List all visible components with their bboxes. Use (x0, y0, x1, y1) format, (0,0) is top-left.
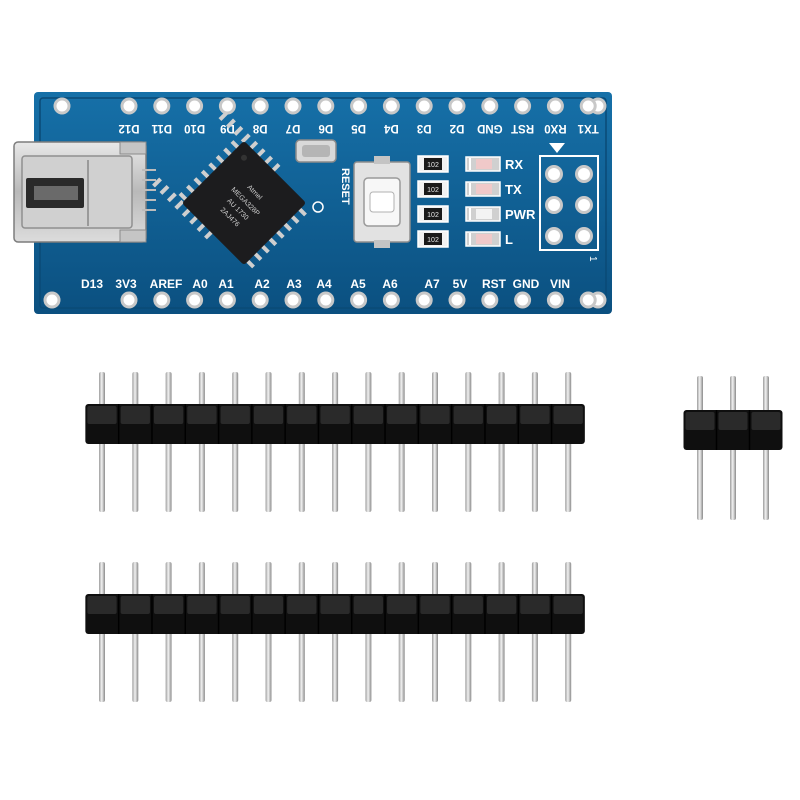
pin-pad (448, 97, 466, 115)
pin-label-bottom: 3V3 (115, 277, 137, 291)
icsp-pad (575, 165, 593, 183)
pin-pad (546, 97, 564, 115)
pin-pad (284, 291, 302, 309)
atmega328p-chip: Atmel MEGA328P AU 1730 2AJ476 (152, 111, 307, 269)
pin-label-top: D3 (417, 122, 432, 134)
pin-pad (350, 97, 368, 115)
pin-pad (153, 97, 171, 115)
pin-pad (382, 291, 400, 309)
top-pin-pads (120, 97, 597, 115)
resistor-code: 102 (427, 212, 439, 219)
pin-label-top: TX1 (577, 122, 599, 134)
pin-pad (120, 97, 138, 115)
pin-label-bottom: GND (513, 277, 540, 291)
pin-label-bottom: AREF (150, 277, 183, 291)
pin-label-bottom: A5 (350, 277, 366, 291)
pin-pad (218, 97, 236, 115)
pin-pad (579, 97, 597, 115)
reset-label: RESET (339, 168, 351, 205)
pin-pad (317, 97, 335, 115)
pin-label-top: D8 (252, 122, 267, 134)
pin-label-bottom: A6 (382, 277, 398, 291)
pin-header-15-top (85, 372, 585, 512)
pin-label-bottom: A1 (218, 277, 234, 291)
pin-pad (120, 291, 138, 309)
pin-pad (546, 291, 564, 309)
pin-pad (382, 97, 400, 115)
pin-pad (218, 291, 236, 309)
pin-pad (317, 291, 335, 309)
pin-label-bottom: VIN (550, 277, 570, 291)
led-label: TX (505, 182, 522, 197)
pin-pad (186, 291, 204, 309)
pin-label-bottom: A2 (254, 277, 270, 291)
pin-pad (514, 97, 532, 115)
pin-pad (350, 291, 368, 309)
icsp-pad (545, 196, 563, 214)
pin-label-bottom: 5V (453, 277, 468, 291)
led-label: L (505, 232, 513, 247)
pin-pad (415, 97, 433, 115)
icsp-pad (575, 227, 593, 245)
pin-pad (481, 97, 499, 115)
pin-label-top: D11 (151, 122, 172, 134)
pin-label-top: D2 (450, 122, 465, 134)
pin-label-top: D4 (383, 122, 398, 134)
pin-header-15-bottom (85, 562, 585, 702)
pin-label-bottom: A7 (424, 277, 440, 291)
pin-label-bottom: A3 (286, 277, 302, 291)
pin-label-top: GND (477, 122, 503, 134)
pin-label-top: D7 (286, 122, 301, 134)
pin-label-top: D12 (118, 122, 139, 134)
pin-label-top: D6 (318, 122, 333, 134)
pin-pad (186, 97, 204, 115)
pin-header-3 (683, 376, 783, 520)
icsp-pad (545, 227, 563, 245)
pin-pad (251, 97, 269, 115)
pin-pad (481, 291, 499, 309)
led-label: RX (505, 157, 523, 172)
pin-pad (514, 291, 532, 309)
resistor-code: 102 (427, 162, 439, 169)
icsp-pad (575, 196, 593, 214)
pin-pad (153, 291, 171, 309)
pin-label-bottom: RST (482, 277, 507, 291)
pcb (34, 92, 612, 314)
pin-label-top: RST (511, 122, 534, 134)
pin-pad (251, 291, 269, 309)
pin-label-bottom: A4 (316, 277, 332, 291)
usb-mini-connector (13, 141, 156, 243)
pin-pad (448, 291, 466, 309)
resistor-code: 102 (427, 187, 439, 194)
pin-label-top: D5 (351, 122, 366, 134)
pin-pad (415, 291, 433, 309)
crystal-oscillator (295, 139, 337, 163)
bottom-pin-labels: D13 3V3 AREF A0 A1 A2 A3 A4 A5 A6 A7 5V RST GND VIN (81, 277, 570, 291)
pin-label-bottom: A0 (192, 277, 208, 291)
pin-label-top: RX0 (544, 122, 566, 134)
pin-pad (579, 291, 597, 309)
pin-label-top: D10 (184, 122, 205, 134)
icsp-header: 1 (539, 143, 599, 262)
reset-button (353, 156, 411, 248)
pin-pad (284, 97, 302, 115)
led-label: PWR (505, 207, 536, 222)
pin-label-bottom: D13 (81, 277, 103, 291)
bottom-pin-pads (120, 291, 597, 309)
icsp-pad (545, 165, 563, 183)
resistor-code: 102 (427, 237, 439, 244)
icsp-pin-number: 1 (587, 256, 598, 262)
